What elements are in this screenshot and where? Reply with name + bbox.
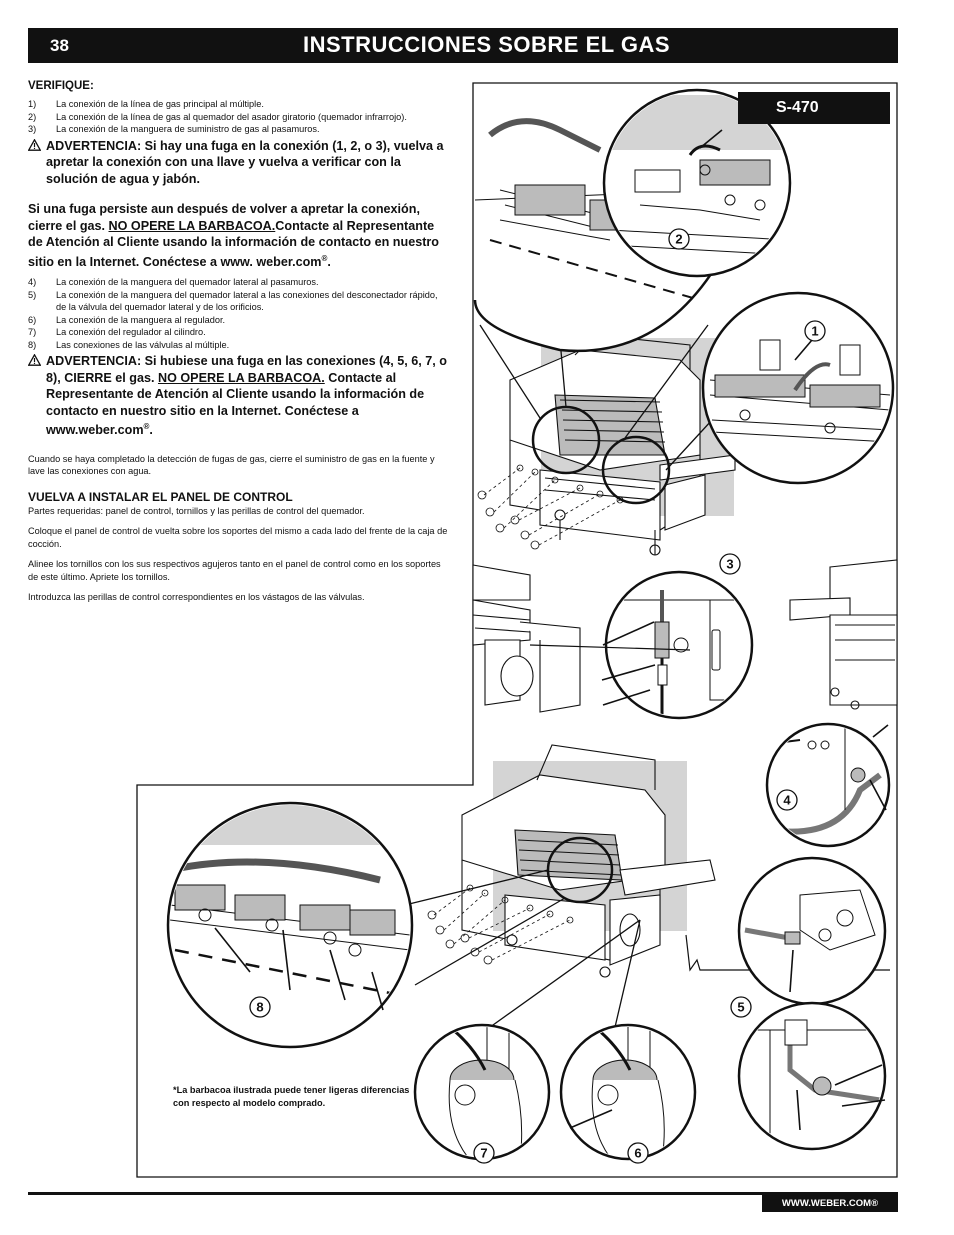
detail-circle-2: [602, 88, 792, 278]
list-item: 8)Las conexiones de las válvulas al múlt…: [28, 339, 230, 350]
lower-grill-drawing: [427, 744, 890, 978]
no-operate-warning: NO OPERE LA BARBACOA.: [108, 218, 276, 233]
detail-circle-6: [559, 1023, 697, 1161]
page-number: 38: [50, 36, 69, 55]
footer-rule: [28, 1192, 898, 1195]
detail-circle-1: [701, 291, 895, 485]
side-grill-fragment-right: [789, 559, 898, 710]
callout-label-1: 1: [811, 324, 818, 339]
callout-label-8: 8: [256, 1000, 263, 1015]
callout-bubble-3: [719, 553, 741, 575]
illustration-footnote: *La barbacoa ilustrada puede tener liger…: [173, 1085, 410, 1108]
list-item: 2)La conexión de la línea de gas al quem…: [28, 111, 407, 122]
detail-circle-7: [413, 1023, 551, 1161]
verify-list-b: 4)La conexión de la manguera del quemado…: [28, 276, 448, 351]
list-item: 7)La conexión del regulador al cilindro.: [28, 327, 206, 338]
reinstall-step-2: Alinee los tornillos con los sus respect…: [28, 559, 441, 582]
detail-circle-5-upper: [737, 856, 887, 1006]
no-operate-warning: NO OPERE LA BARBACOA.: [157, 370, 325, 385]
detail-circle-8: [166, 801, 414, 1049]
callout-bubble-8: [249, 996, 271, 1018]
warning-1: ADVERTENCIA: Si hay una fuga en la conex…: [27, 137, 448, 188]
list-item: 5)La conexión de la manguera del quemado…: [28, 289, 438, 313]
callout-label-5: 5: [737, 1000, 744, 1015]
callout-label-4: 4: [783, 793, 791, 808]
reinstall-step-1: Coloque el panel de control de vuelta so…: [28, 526, 448, 549]
illustration-frame: [136, 82, 898, 1178]
verify-list-a: 1)La conexión de la línea de gas princip…: [28, 98, 448, 136]
detail-circle-3: [529, 570, 754, 720]
page-title: INSTRUCCIONES SOBRE EL GAS: [303, 32, 671, 57]
callout-bubbles: [249, 228, 826, 1164]
callout-bubble-5: [730, 996, 752, 1018]
warning-triangle-icon: [27, 353, 42, 371]
header-bar: 38 INSTRUCCIONES SOBRE EL GAS: [28, 28, 898, 63]
callout-bubble-6: [627, 1142, 649, 1164]
side-grill-fragment-left: [472, 564, 581, 713]
model-badge: S-470: [738, 92, 890, 124]
callout-bubble-2: [668, 228, 690, 250]
callout-label-7: 7: [480, 1146, 487, 1161]
list-item: 3)La conexión de la manguera de suminist…: [28, 124, 320, 134]
callout-label-2: 2: [675, 232, 682, 247]
detail-circle-5-lower: [737, 1001, 887, 1151]
detail-circle-4: [765, 722, 891, 848]
list-item: 4)La conexión de la manguera del quemado…: [28, 277, 319, 288]
list-item: 6)La conexión de la manguera al regulado…: [28, 314, 226, 325]
list-item: 1)La conexión de la línea de gas princip…: [28, 99, 264, 109]
leak-persist-paragraph: Si una fuga persiste aun después de volv…: [28, 202, 439, 269]
callout-bubble-1: [804, 320, 826, 342]
upper-grill-drawing: [477, 334, 736, 556]
footer-url: WWW.WEBER.COM®: [762, 1195, 898, 1212]
warning-triangle-icon: [27, 137, 42, 156]
completion-note: Cuando se haya completado la detección d…: [28, 453, 435, 477]
reinstall-step-3: Introduzca las perillas de control corre…: [28, 592, 365, 603]
callout-bubble-4: [776, 789, 798, 811]
callout-label-3: 3: [726, 557, 733, 572]
parts-required: Partes requeridas: panel de control, tor…: [28, 505, 365, 516]
warning-2: ADVERTENCIA: Si hubiese una fuga en las …: [27, 353, 448, 439]
callout-bubble-7: [473, 1142, 495, 1164]
callout-label-6: 6: [634, 1146, 641, 1161]
instructions-column: VERIFIQUE: 1)La conexión de la línea de …: [27, 80, 448, 604]
reinstall-heading: VUELVA A INSTALAR EL PANEL DE CONTROL: [28, 489, 293, 504]
verify-heading: VERIFIQUE:: [28, 80, 94, 92]
